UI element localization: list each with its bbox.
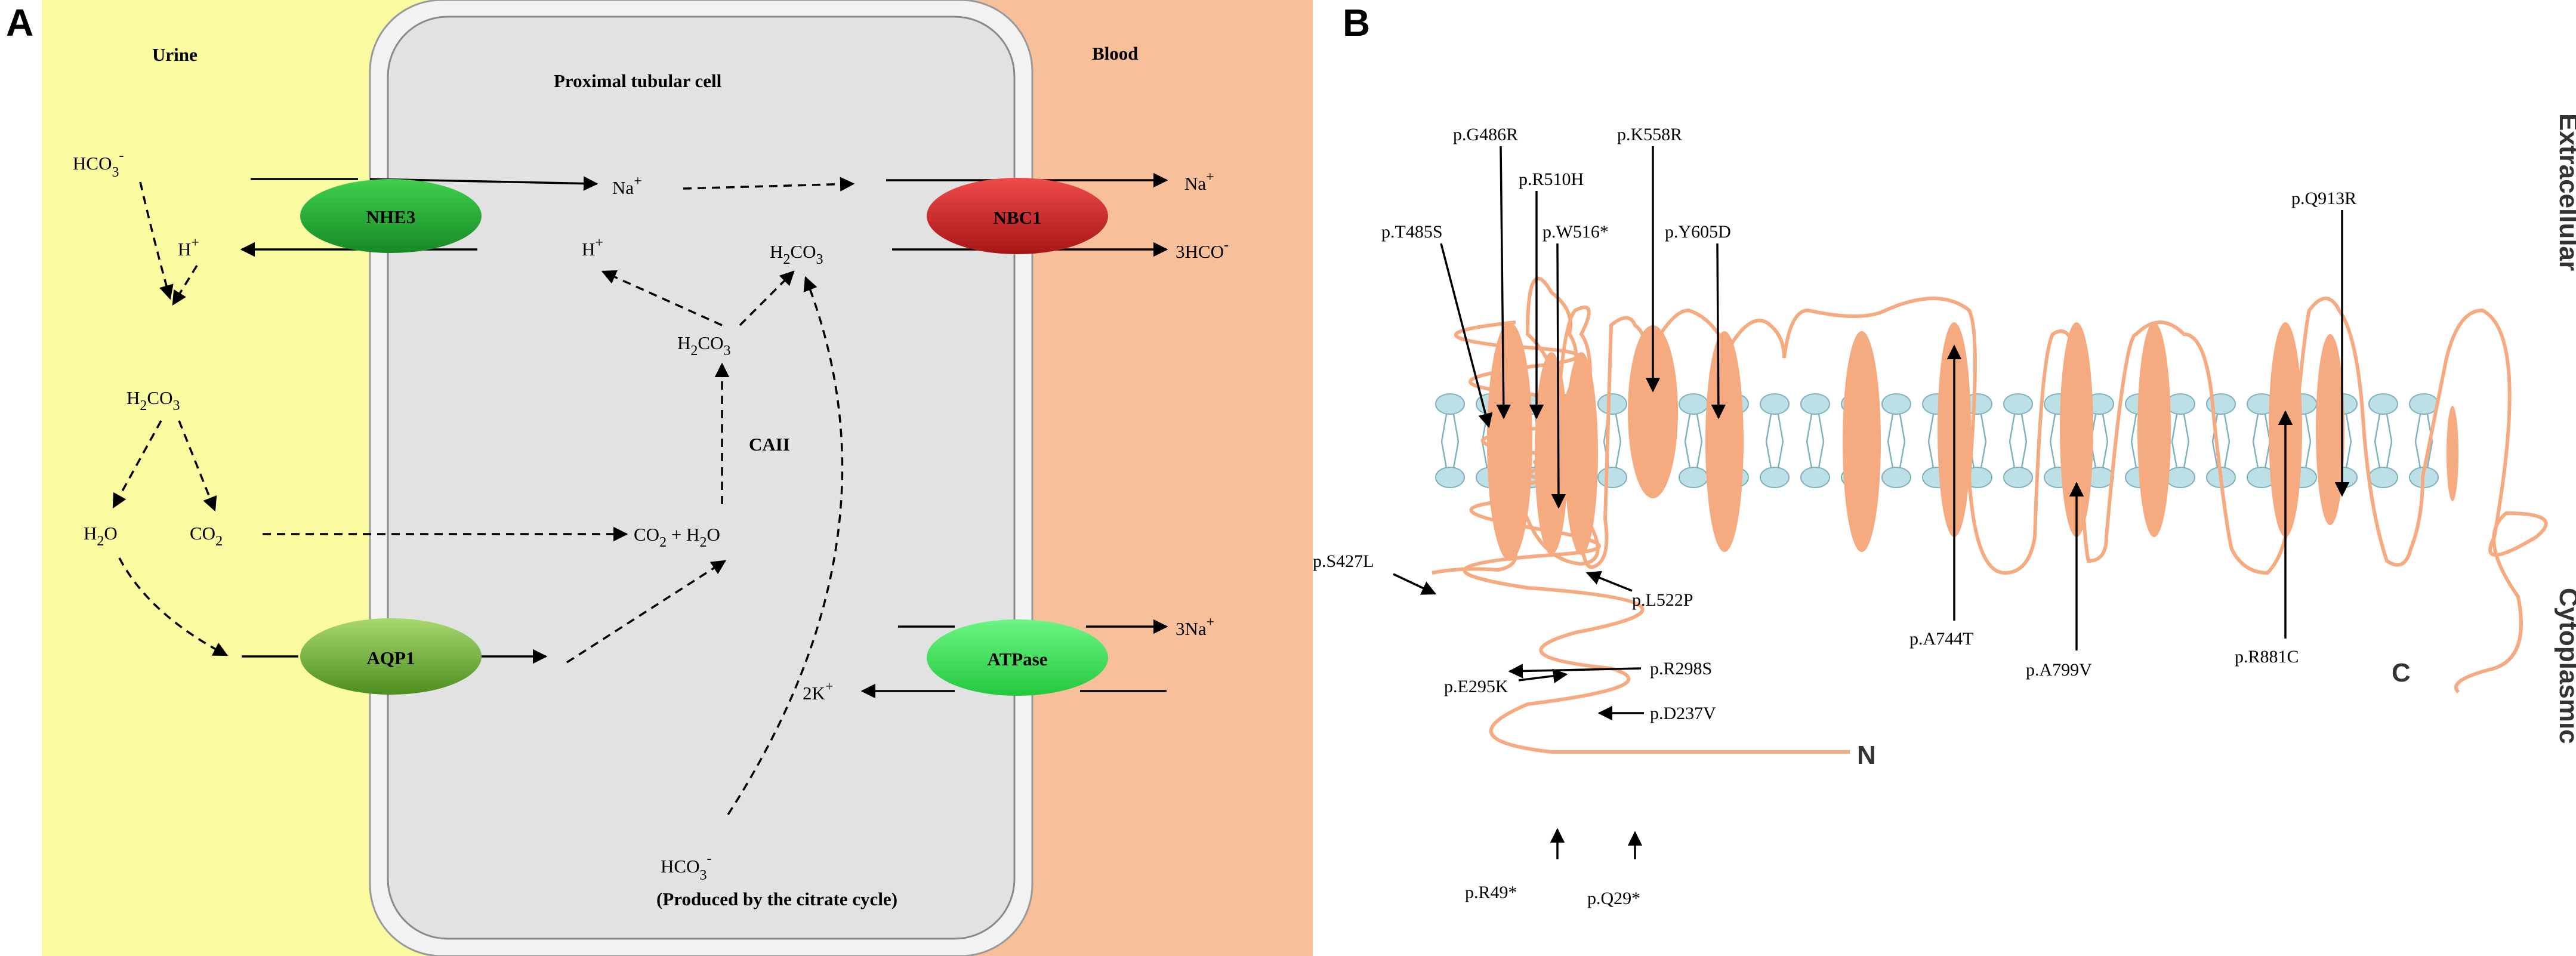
na3-blood: 3Na+	[1176, 615, 1214, 639]
aqp1-label: AQP1	[367, 647, 415, 668]
k2-blood: 2K+	[803, 679, 833, 704]
mut-y605d: p.Y605D	[1665, 222, 1731, 242]
caii-label: CAII	[749, 434, 790, 455]
mut-a744t: p.A744T	[1909, 629, 1974, 649]
mut-a799v: p.A799V	[2026, 660, 2092, 680]
lipid-molecule	[2368, 393, 2399, 489]
mut-d237v: p.D237V	[1650, 704, 1716, 723]
lipid-molecule	[1759, 393, 1790, 489]
urine-label: Urine	[152, 44, 198, 65]
nhe3-transporter	[300, 179, 482, 253]
mut-w516: p.W516*	[1542, 222, 1609, 242]
mut-g486r: p.G486R	[1453, 125, 1518, 144]
n-terminus: N	[1857, 741, 1876, 770]
h2co3-urine: H2CO3	[127, 387, 180, 414]
panel-a-letter: A	[6, 1, 33, 44]
lipid-molecule	[1800, 393, 1831, 489]
citrate-note: (Produced by the citrate cycle)	[656, 889, 897, 909]
h2co3-mid: H2CO3	[677, 332, 730, 359]
cell-label: Proximal tubular cell	[554, 70, 722, 91]
hco3-urine: HCO3-	[73, 148, 124, 180]
mut-r298s: p.R298S	[1650, 659, 1712, 679]
co2-h2o: CO2 + H2O	[634, 524, 720, 550]
lipid-molecule	[1597, 393, 1628, 489]
na-cell: Na+	[612, 174, 642, 198]
lipid-molecule	[1678, 393, 1709, 489]
cytoplasmic-label: Cytoplasmic	[2554, 588, 2576, 744]
mut-q913r: p.Q913R	[2291, 189, 2356, 208]
mut-r49: p.R49*	[1465, 883, 1517, 902]
atpase-label: ATPase	[987, 649, 1047, 670]
hco3-blood: 3HCO-	[1176, 238, 1229, 262]
h2co3-top: H2CO3	[770, 241, 823, 267]
mut-r881c: p.R881C	[2235, 647, 2299, 667]
lipid-molecule	[1881, 393, 1912, 489]
lipid-molecule	[1434, 393, 1466, 489]
panel-a: A Urine Proximal tubular cell Blood NHE3…	[6, 0, 1313, 956]
mut-e295k: p.E295K	[1444, 677, 1508, 696]
panel-b: B Extracellular Cytoplasmic N C p.G	[1313, 1, 2576, 908]
c-terminus: C	[2392, 658, 2411, 687]
h-cell: H+	[582, 235, 603, 260]
hco3-bottom: HCO3-	[661, 851, 711, 883]
co2-urine: CO2	[190, 523, 223, 549]
mut-k558r: p.K558R	[1617, 125, 1682, 144]
na-blood: Na+	[1184, 169, 1214, 194]
panel-b-letter: B	[1343, 1, 1370, 44]
blood-label: Blood	[1092, 43, 1139, 64]
cell-body	[387, 16, 1016, 940]
mut-r510h: p.R510H	[1519, 169, 1584, 189]
extracellular-label: Extracellular	[2554, 113, 2576, 271]
h2o-urine: H2O	[84, 523, 118, 549]
atpase-transporter	[927, 619, 1108, 696]
nbc1-transporter	[927, 178, 1108, 254]
mut-t485s: p.T485S	[1381, 222, 1443, 242]
aqp1-transporter	[300, 618, 482, 695]
mut-s427l: p.S427L	[1313, 551, 1374, 571]
mut-l522p: p.L522P	[1632, 590, 1693, 610]
nhe3-label: NHE3	[366, 206, 416, 227]
nbc1-label: NBC1	[994, 207, 1042, 228]
mut-q29: p.Q29*	[1587, 889, 1640, 908]
h-urine: H+	[178, 235, 199, 260]
lipid-molecule	[2003, 393, 2034, 489]
